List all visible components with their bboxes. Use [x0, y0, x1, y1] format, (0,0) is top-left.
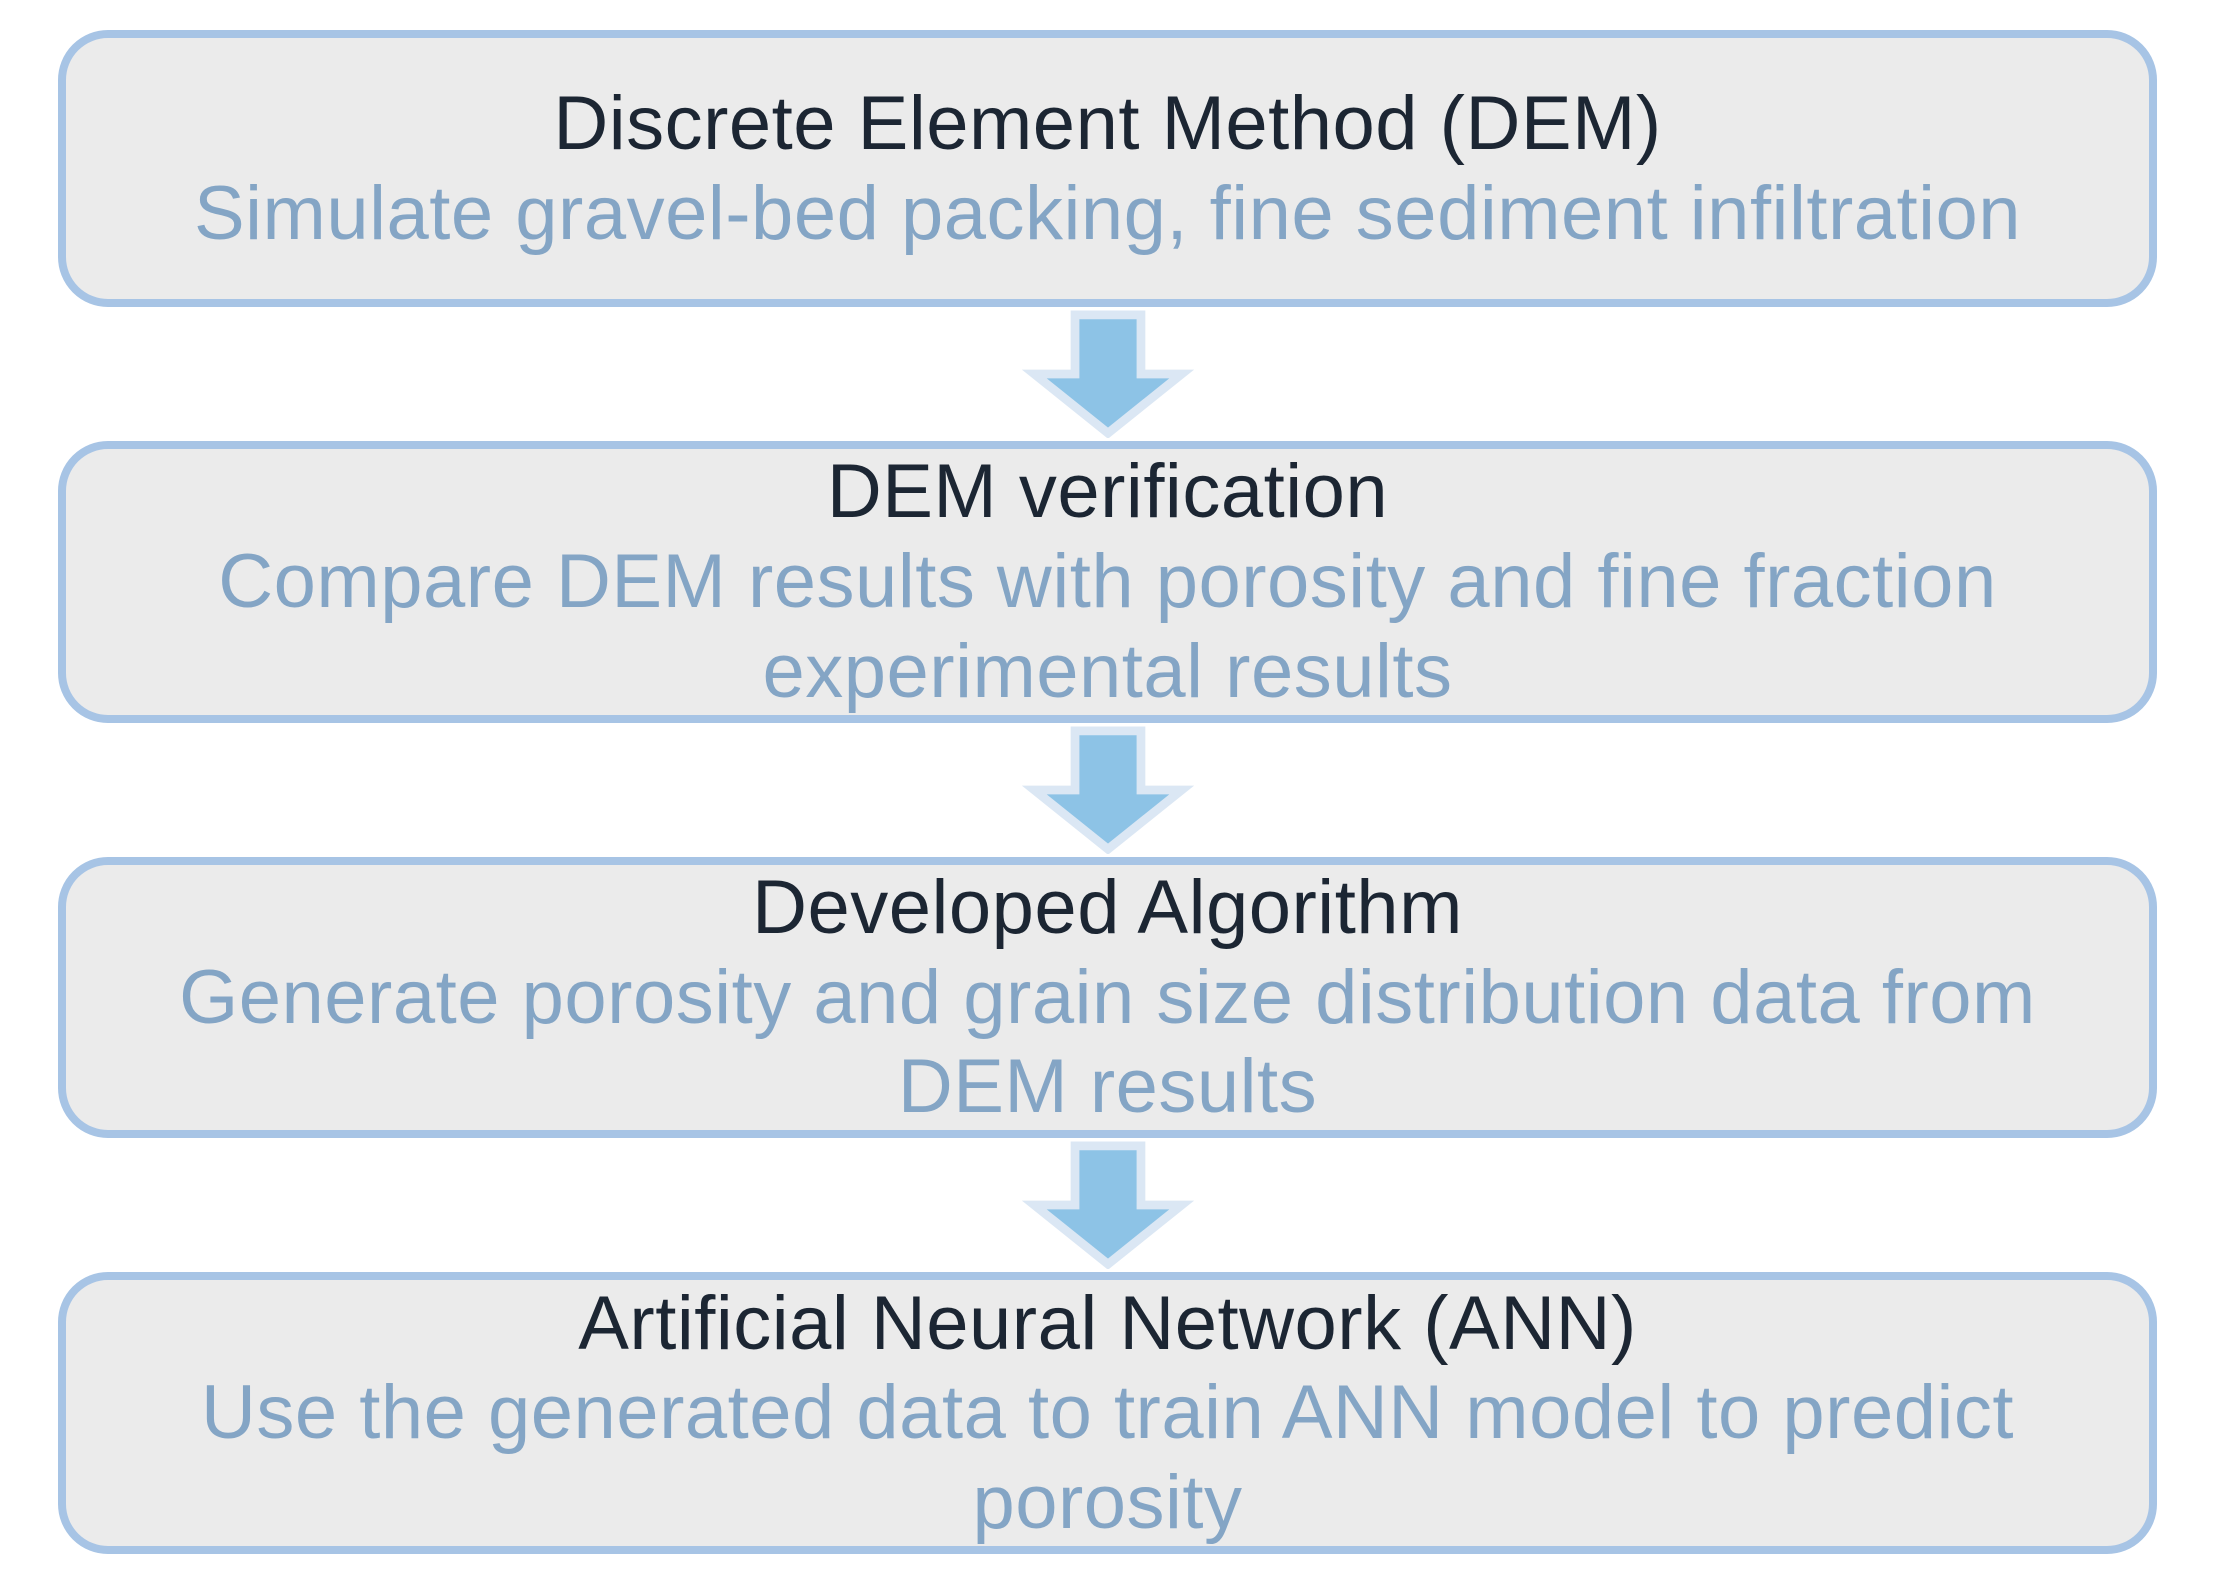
step-box-artificial-neural-network: Artificial Neural Network (ANN) Use the …: [58, 1272, 2157, 1555]
step-desc-line: Generate porosity and grain size distrib…: [179, 954, 2036, 1040]
step-box-discrete-element-method: Discrete Element Method (DEM) Simulate g…: [58, 30, 2157, 307]
step-title: Developed Algorithm: [752, 865, 1463, 950]
step-desc-line: DEM results: [897, 1044, 1318, 1130]
down-arrow-icon: [1021, 1141, 1194, 1270]
step-desc-line: porosity: [972, 1460, 1243, 1546]
step-desc-line: Compare DEM results with porosity and fi…: [218, 539, 1997, 624]
step-title: DEM verification: [826, 449, 1389, 535]
flow-connector: [58, 723, 2157, 857]
flow-connector: [58, 1138, 2157, 1272]
step-desc-line: experimental results: [762, 628, 1453, 714]
step-title: Artificial Neural Network (ANN): [578, 1280, 1637, 1366]
step-box-dem-verification: DEM verification Compare DEM results wit…: [58, 441, 2157, 723]
down-arrow-icon: [1021, 310, 1194, 438]
down-arrow-icon: [1021, 726, 1194, 854]
step-title: Discrete Element Method (DEM): [553, 80, 1662, 166]
step-desc-line: Use the generated data to train ANN mode…: [200, 1370, 2015, 1456]
step-desc-line: Simulate gravel-bed packing, fine sedime…: [193, 170, 2022, 256]
step-box-developed-algorithm: Developed Algorithm Generate porosity an…: [58, 856, 2157, 1139]
flow-connector: [58, 307, 2157, 441]
